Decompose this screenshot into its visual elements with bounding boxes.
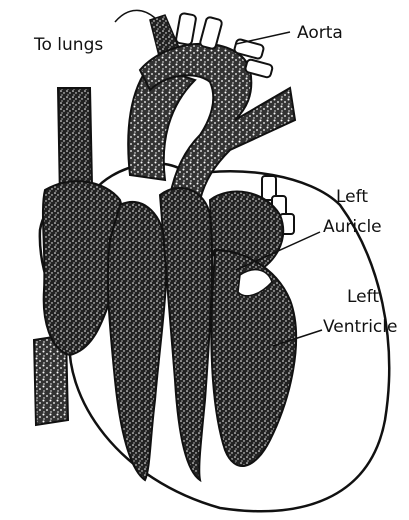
label-left-ventricle-line1: Left	[347, 286, 379, 308]
label-aorta: Aorta	[297, 22, 343, 44]
label-left-ventricle-line2: Ventricle	[323, 316, 397, 338]
label-to-lungs: To lungs	[34, 34, 103, 56]
aorta-leader	[236, 32, 290, 44]
pulmonary-curve	[115, 10, 155, 22]
label-left-auricle-line2: Auricle	[323, 216, 382, 238]
aorta-branch-1	[176, 13, 197, 45]
label-left-auricle-line1: Left	[336, 186, 368, 208]
